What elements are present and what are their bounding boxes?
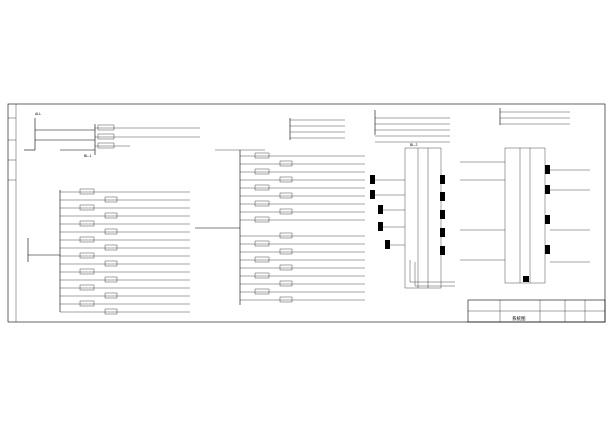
middle-distribution-board [195, 118, 365, 305]
riser-diagram-b [460, 108, 590, 284]
riser-diagram-a [370, 110, 455, 289]
label-a: ALL [35, 112, 41, 116]
label-c: BL-2 [410, 143, 417, 147]
left-distribution-board [24, 118, 200, 315]
drawing-name: 系统图 [512, 315, 526, 322]
title-block: 系统图 [467, 299, 606, 323]
drawing-frame [7, 103, 606, 323]
label-b: BL-1 [84, 154, 91, 158]
